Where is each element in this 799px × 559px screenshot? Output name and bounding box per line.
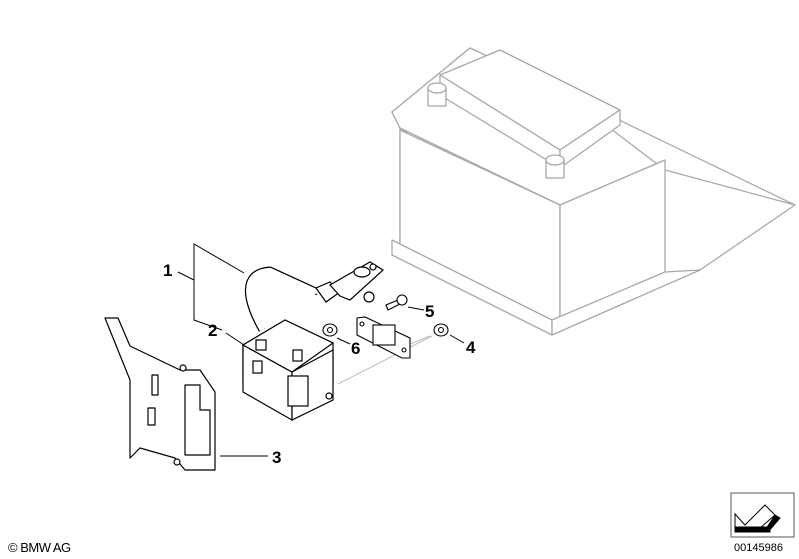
- leader-lines: [177, 243, 465, 457]
- callout-6: 6: [351, 339, 361, 358]
- hardware-parts: [322, 294, 449, 359]
- callout-1: 1: [163, 261, 173, 280]
- document-number: 00145986: [734, 542, 783, 554]
- battery-illustration: [391, 47, 796, 336]
- bracket-part: [104, 317, 216, 471]
- view-direction-icon: [730, 492, 795, 538]
- sensor-module-part: [241, 319, 335, 422]
- callout-3: 3: [272, 448, 282, 467]
- callout-4: 4: [466, 338, 476, 357]
- callout-2: 2: [208, 321, 218, 340]
- cable-part: [244, 261, 384, 332]
- copyright-label: © BMW AG: [8, 540, 71, 555]
- callout-5: 5: [425, 302, 435, 321]
